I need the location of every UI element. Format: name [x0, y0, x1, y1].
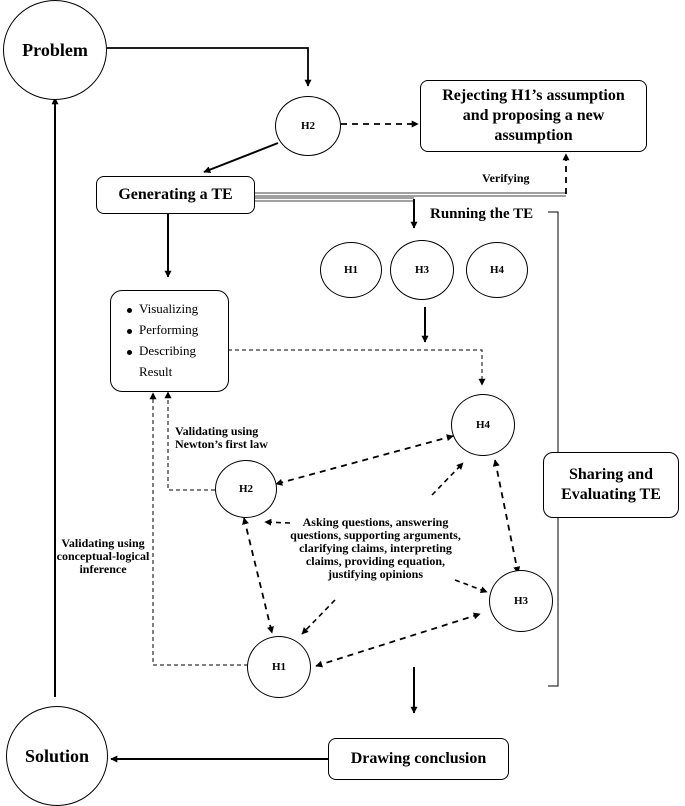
- activity-item: Describing: [127, 340, 198, 361]
- activity-item: Visualizing: [127, 298, 198, 319]
- generating-label: Generating a TE: [118, 186, 233, 203]
- h3-label: H3: [513, 595, 529, 607]
- h2-label: H2: [238, 483, 254, 495]
- h1-node: H1: [247, 636, 311, 698]
- arrow-discussion-to-h2: [264, 518, 291, 526]
- arrow-h2-to-activities: [164, 391, 215, 491]
- h3-row-label: H3: [414, 264, 430, 276]
- h3-row-node: H3: [390, 240, 454, 300]
- h1-row-node: H1: [320, 242, 382, 298]
- sharing-label: Sharing and Evaluating TE: [561, 466, 661, 503]
- running-label: Running the TE: [430, 206, 534, 222]
- arrow-discussion-to-h4: [431, 462, 464, 496]
- arrow-h4-h2: [275, 434, 454, 486]
- arrow-activities-to-h4: [228, 349, 486, 386]
- arrow-h2-to-generating: [203, 142, 279, 173]
- h4-row-label: H4: [489, 264, 505, 276]
- arrow-h1-to-activities: [149, 392, 248, 666]
- sharing-node: Sharing and Evaluating TE: [543, 452, 679, 518]
- h1-label: H1: [271, 661, 287, 673]
- arrow-problem-to-h2: [107, 47, 312, 87]
- bullet-icon: [127, 349, 132, 355]
- rejecting-node: Rejecting H1’s assumption and proposing …: [420, 80, 647, 152]
- h3-node: H3: [489, 570, 553, 632]
- solution-label: Solution: [24, 745, 90, 766]
- arrow-discussion-to-h3: [454, 579, 488, 594]
- h2-node: H2: [215, 460, 277, 518]
- activities-box: [110, 290, 229, 392]
- newton-label: Validating using Newton’s first law: [175, 424, 268, 451]
- problem-node: Problem: [3, 0, 107, 100]
- solution-node: Solution: [6, 706, 108, 806]
- h1-row-label: H1: [343, 264, 359, 276]
- verifying-label: Verifying: [482, 171, 530, 185]
- arrow-h4-h3: [492, 459, 521, 574]
- activities-list: Visualizing Performing Describing Result: [127, 298, 198, 382]
- arrow-discussion-to-h1: [301, 599, 336, 635]
- h2-top-node: H2: [275, 96, 341, 156]
- activity-trailing: Result: [139, 364, 173, 379]
- h4-node: H4: [451, 394, 515, 456]
- running-bracket: [548, 211, 559, 687]
- generating-node: Generating a TE: [96, 176, 255, 214]
- h4-label: H4: [475, 419, 491, 431]
- h4-row-node: H4: [466, 242, 528, 298]
- rejecting-label: Rejecting H1’s assumption and proposing …: [442, 87, 625, 144]
- bullet-icon: [127, 307, 132, 313]
- arrow-h1-h3: [315, 612, 481, 668]
- discussion-label: Asking questions, answering questions, s…: [290, 515, 461, 581]
- activity-item: Performing: [127, 319, 198, 340]
- bullet-icon: [127, 328, 132, 334]
- drawing-node: Drawing conclusion: [328, 738, 509, 780]
- drawing-label: Drawing conclusion: [350, 750, 487, 767]
- arrow-h2-h1: [242, 517, 274, 634]
- conceptual-label: Validating using conceptual-logical infe…: [56, 536, 150, 576]
- h2-top-label: H2: [300, 120, 316, 132]
- problem-label: Problem: [22, 39, 88, 60]
